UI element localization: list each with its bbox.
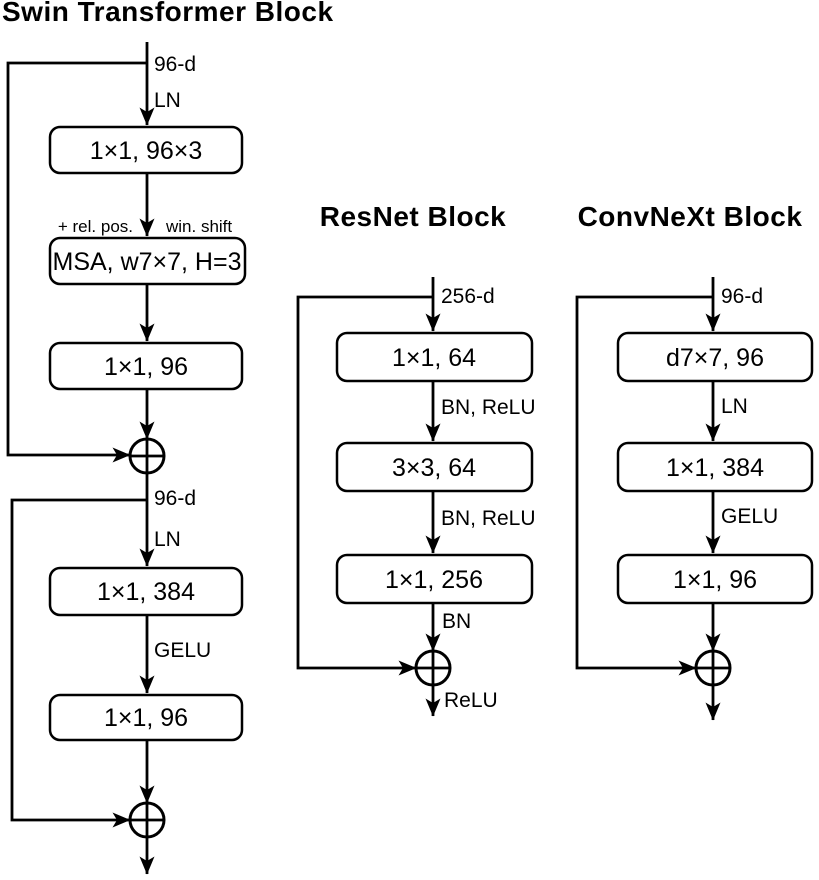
swin-circled-plus-icon-2 [128, 801, 166, 839]
swin-mid-dim-label: 96-d [154, 487, 196, 510]
plus-cross [130, 803, 164, 837]
resnet-input-dim-label: 256-d [441, 285, 495, 308]
resnet-conv-box-3-label: 1×1, 256 [385, 566, 483, 594]
swin-conv-box-5-label: 1×1, 96 [104, 704, 188, 732]
resnet-conv-box-2-label: 3×3, 64 [392, 454, 476, 482]
convnext-ln-label: LN [721, 395, 748, 418]
convnext-conv-box-2 [616, 441, 814, 493]
swin-skip-connection-1 [6, 61, 147, 463]
convnext-conv-box-2-label: 1×1, 384 [666, 454, 764, 482]
convnext-dwconv-box [616, 331, 814, 383]
plus-cross [696, 651, 730, 685]
resnet-bn-relu-label-1: BN, ReLU [441, 396, 536, 419]
swin-conv-box-1-label: 1×1, 96×3 [90, 137, 203, 165]
convnext-title: ConvNeXt Block [578, 201, 803, 232]
plus-cross [130, 439, 164, 473]
resnet-skip-connection [296, 295, 433, 676]
swin-msa-box-label: MSA, w7×7, H=3 [53, 248, 242, 276]
swin-win-shift-label: win. shift [165, 217, 232, 236]
resnet-conv-box-3 [335, 553, 534, 605]
swin-conv-box-3-label: 1×1, 96 [104, 353, 188, 381]
convnext-input-dim-label: 96-d [721, 285, 763, 308]
convnext-circled-plus-icon [694, 649, 732, 687]
resnet-circled-plus-icon [414, 649, 452, 687]
resnet-bn-relu-label-2: BN, ReLU [441, 507, 536, 530]
swin-input-dim-label: 96-d [154, 53, 196, 76]
convnext-block: ConvNeXt Block 96-d d7×7, 96 LN 1×1, 384… [575, 201, 814, 721]
swin-norm2-label: LN [154, 528, 181, 551]
swin-skip-connection-2 [10, 498, 147, 828]
resnet-conv-box-1-label: 1×1, 64 [392, 344, 476, 372]
resnet-conv-box-2 [335, 441, 534, 493]
convnext-skip-connection [575, 295, 713, 676]
swin-conv-box-4-label: 1×1, 384 [97, 578, 195, 606]
resnet-conv-box-1 [335, 331, 534, 383]
swin-circled-plus-icon-1 [128, 437, 166, 475]
swin-title: Swin Transformer Block [2, 0, 334, 27]
convnext-conv-box-3 [616, 553, 814, 605]
swin-rel-pos-label: + rel. pos. [58, 217, 133, 236]
convnext-gelu-label: GELU [721, 505, 778, 528]
swin-block: Swin Transformer Block 96-d LN 1×1, 96×3… [2, 0, 334, 875]
swin-norm1-label: LN [154, 89, 181, 112]
convnext-dwconv-box-label: d7×7, 96 [666, 344, 764, 372]
plus-cross [416, 651, 450, 685]
swin-gelu-label: GELU [154, 639, 211, 662]
resnet-title: ResNet Block [320, 201, 507, 232]
resnet-bn-label: BN [442, 610, 471, 633]
resnet-relu-out-label: ReLU [444, 689, 498, 712]
convnext-conv-box-3-label: 1×1, 96 [673, 566, 757, 594]
resnet-block: ResNet Block 256-d 1×1, 64 BN, ReLU 3×3,… [296, 201, 536, 717]
